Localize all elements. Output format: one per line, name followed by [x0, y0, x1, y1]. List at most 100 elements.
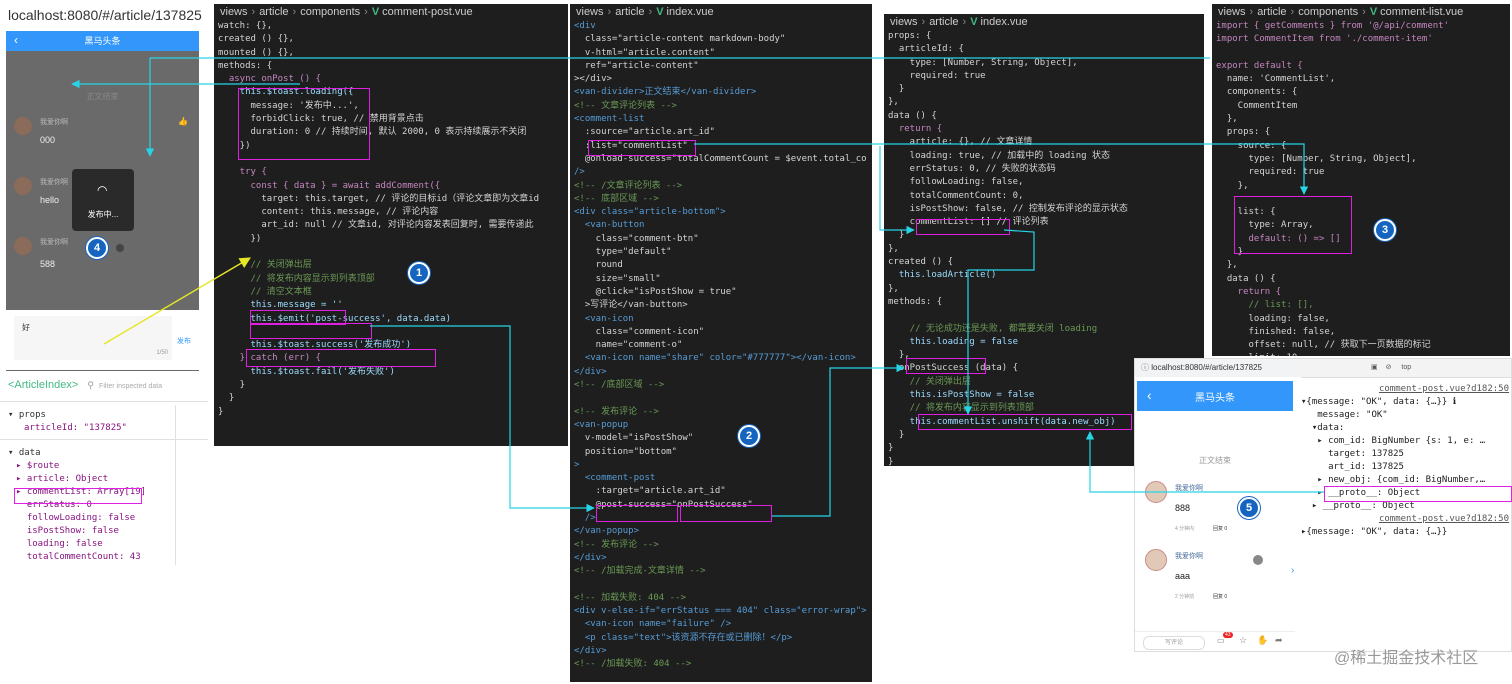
breadcrumb-segment[interactable]: article	[1257, 6, 1287, 18]
code-line: this.$toast.loading({	[218, 87, 354, 98]
expand-chevron-icon[interactable]: ›	[1291, 565, 1295, 576]
avatar	[14, 237, 32, 255]
comment-text: 588	[40, 259, 56, 269]
console-line[interactable]: ▸{message: "OK", data: {…}}	[1301, 527, 1448, 537]
code-line: followLoading: false,	[888, 177, 1024, 188]
breadcrumb-segment[interactable]: components	[1298, 6, 1359, 18]
code-line: :source="article.art_id"	[574, 127, 715, 138]
code-line: <!-- 加载失败: 404 -->	[574, 592, 686, 603]
code-line: name="comment-o"	[574, 340, 683, 351]
code-line: watch: {},	[218, 21, 273, 31]
code-line: <comment-list	[574, 114, 645, 125]
comment-item: 我爱你啊 888 4 分钟内 回复 0	[1145, 481, 1293, 539]
code-line: art_id: null // 文章id, 对评论内容发表回复时, 需要传递此	[218, 220, 534, 231]
comment-user: 我爱你啊	[1175, 485, 1203, 492]
code-line: :target="article.art_id"	[574, 486, 726, 497]
code-line: // 关闭弹出层	[218, 260, 312, 271]
code-line: },	[1216, 114, 1238, 125]
devtools-header: <ArticleIndex> ⚲ Filter inspected data	[8, 379, 162, 391]
back-icon[interactable]: ‹	[14, 33, 18, 47]
vue-file-icon: V	[1369, 6, 1378, 18]
back-icon[interactable]: ‹	[1147, 387, 1152, 403]
file-name[interactable]: index.vue	[980, 16, 1028, 28]
console-line[interactable]: ▾{message: "OK", data: {…}} ℹ	[1301, 397, 1457, 407]
console-line[interactable]: ▾data:	[1301, 423, 1345, 433]
comment-item: 我爱你啊 588	[12, 235, 192, 291]
clear-icon[interactable]: ⊘	[1385, 364, 1392, 371]
step-badge-2: 2	[738, 425, 760, 447]
chevron-right-icon: ›	[1249, 6, 1254, 18]
devtools-data-row[interactable]: ▸ commentList: Array[19]	[16, 487, 147, 497]
console-line[interactable]: ▸ __proto__: Object	[1301, 501, 1415, 511]
console-line[interactable]: comment-post.vue?d182:50	[1378, 384, 1509, 394]
breadcrumb-segment[interactable]: article	[929, 16, 959, 28]
code-line: components: {	[1216, 87, 1298, 98]
vue-file-icon: V	[371, 6, 380, 18]
console-line[interactable]: ▸ new_obj: {com_id: BigNumber,…	[1301, 475, 1486, 485]
code-line	[218, 153, 564, 166]
code-line: @post-success="onPostSuccess"	[574, 499, 753, 510]
code-line: ref="article-content"	[574, 60, 699, 71]
loading-toast: ◠ 发布中...	[72, 169, 134, 231]
code-line: }	[218, 406, 224, 417]
breadcrumb-segment[interactable]: views	[890, 16, 918, 28]
filter-input[interactable]: Filter inspected data	[99, 383, 163, 390]
like-icon[interactable]: 👍	[178, 117, 188, 126]
breadcrumb-segment[interactable]: article	[615, 6, 645, 18]
breadcrumb-segment[interactable]: views	[1218, 6, 1246, 18]
console-line[interactable]: comment-post.vue?d182:50	[1378, 514, 1509, 524]
code-line: message: '发布中...',	[218, 100, 359, 111]
context-select[interactable]: top	[1401, 364, 1412, 371]
code-line: }	[1216, 247, 1244, 258]
avatar	[14, 177, 32, 195]
code-line: // 将发布内容显示到列表顶部	[218, 273, 375, 284]
devtools-data-row: totalCommentCount: 43	[16, 552, 141, 562]
phone2-screen: ‹ 黑马头条 正文结束 我爱你啊 888 4 分钟内 回复 0 我爱你啊 aaa…	[1135, 381, 1295, 651]
phone2-url-bar[interactable]: ⓘ localhost:8080/#/article/137825	[1135, 359, 1307, 377]
breadcrumb-segment[interactable]: views	[576, 6, 604, 18]
code-line: forbidClick: true, // 禁用背景点击	[218, 114, 424, 125]
comment-time: 4 分钟内	[1175, 526, 1195, 532]
console-output: comment-post.vue?d182:50 ▾{message: "OK",…	[1301, 383, 1509, 563]
comment-textarea[interactable]: 好 1/50	[14, 316, 172, 360]
reply-button[interactable]: 回复 0	[1213, 526, 1228, 532]
breadcrumb-segment[interactable]: article	[259, 6, 289, 18]
loading-dot	[116, 244, 124, 252]
console-line[interactable]: ▸ __proto__: Object	[1301, 488, 1421, 498]
breadcrumb-segment[interactable]: views	[220, 6, 248, 18]
share-icon[interactable]: ➦	[1275, 635, 1283, 645]
code-line: v-model="isPostShow"	[574, 433, 694, 444]
code-line: article: {}, // 文章详情	[888, 137, 1033, 148]
send-button[interactable]: 发布	[177, 338, 191, 345]
console-toolbar: ▣ ⊘ top	[1301, 359, 1511, 378]
code-line: size="small"	[574, 273, 661, 284]
star-icon[interactable]: ☆	[1239, 635, 1248, 645]
comment-icon[interactable]: ▭	[1217, 636, 1225, 645]
code-line: }	[218, 393, 235, 404]
file-name[interactable]: index.vue	[666, 6, 714, 18]
code-line: import { getComments } from '@/api/comme…	[1216, 21, 1449, 31]
breadcrumb-segment[interactable]: components	[300, 6, 361, 18]
write-comment-button[interactable]: 写评论	[1143, 636, 1205, 650]
step-badge-5: 5	[1238, 497, 1260, 519]
run-icon[interactable]: ▣	[1371, 364, 1378, 371]
code-line: },	[888, 97, 899, 108]
comment-item: 我爱你啊 hello	[12, 175, 192, 231]
code-line: round	[574, 260, 623, 271]
article-end: 正文结束	[86, 92, 119, 101]
like-icon[interactable]: ✋	[1257, 635, 1269, 645]
console-line[interactable]: ▸ com_id: BigNumber {s: 1, e: …	[1301, 436, 1486, 446]
devtools-data-row[interactable]: ▸ $route	[16, 461, 60, 471]
code-line: export default {	[1216, 60, 1303, 71]
code-line: // 关闭弹出层	[888, 376, 971, 387]
file-name[interactable]: comment-post.vue	[382, 6, 473, 18]
code-line: content: this.message, // 评论内容	[218, 207, 439, 218]
devtools-data-row[interactable]: ▸ article: Object	[16, 474, 109, 484]
browser-url-bar[interactable]: localhost:8080/#/article/137825	[0, 0, 220, 30]
file-name[interactable]: comment-list.vue	[1380, 6, 1464, 18]
code-line: created () {	[888, 257, 954, 268]
reply-button[interactable]: 回复 0	[1213, 594, 1228, 600]
